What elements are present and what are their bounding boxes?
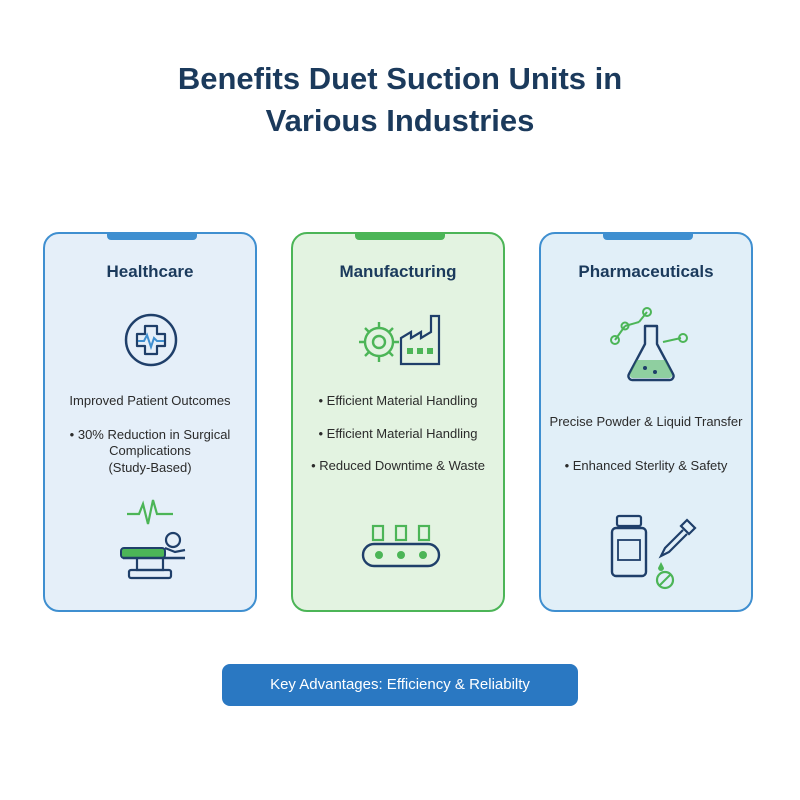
- pharmaceuticals-benefit-2: • Enhanced Sterlity & Safety: [564, 458, 728, 473]
- card-title-healthcare: Healthcare: [106, 262, 194, 281]
- card-tab: [355, 231, 445, 240]
- manufacturing-benefit-2: • Efficient Material Handling: [318, 426, 478, 441]
- page-title-line-2: Various Industries: [265, 103, 535, 138]
- card-tab: [107, 231, 197, 240]
- page-title-line-1: Benefits Duet Suction Units in: [177, 61, 623, 96]
- gear-factory-icon: [359, 314, 441, 366]
- healthcare-benefit-1: Improved Patient Outcomes: [69, 393, 231, 408]
- healthcare-benefit-2-cont: Complications: [109, 443, 191, 458]
- manufacturing-benefit-3: • Reduced Downtime & Waste: [311, 458, 485, 473]
- card-title-pharmaceuticals: Pharmaceuticals: [578, 262, 714, 281]
- page-title: Benefits Duet Suction Units in Various I…: [0, 58, 800, 142]
- healthcare-benefit-2: • 30% Reduction in Surgical: [69, 427, 231, 442]
- medical-cross-heartbeat-icon: [124, 313, 178, 367]
- medicine-bottle-icon: [610, 514, 648, 578]
- healthcare-benefit-2-note: (Study-Based): [108, 460, 192, 475]
- key-advantages-banner: Key Advantages: Efficiency & Reliabilty: [222, 664, 578, 706]
- heartbeat-line-icon: [127, 499, 173, 525]
- pill-icon: [655, 562, 675, 590]
- conveyor-belt-icon: [361, 524, 441, 568]
- manufacturing-benefit-1: • Efficient Material Handling: [318, 393, 478, 408]
- dropper-icon: [658, 518, 697, 559]
- card-healthcare: Healthcare Improved Patient Outcomes • 3…: [43, 231, 257, 612]
- molecule-flask-icon: [610, 307, 688, 382]
- card-manufacturing: Manufacturing • Efficient Material Handl…: [291, 231, 505, 612]
- card-title-manufacturing: Manufacturing: [339, 262, 457, 281]
- pharmaceuticals-benefit-1: Precise Powder & Liquid Transfer: [549, 414, 743, 429]
- patient-on-bed-icon: [120, 531, 186, 580]
- card-tab: [603, 231, 693, 240]
- card-pharmaceuticals: Pharmaceuticals Precise Powder & Liquid …: [539, 231, 753, 612]
